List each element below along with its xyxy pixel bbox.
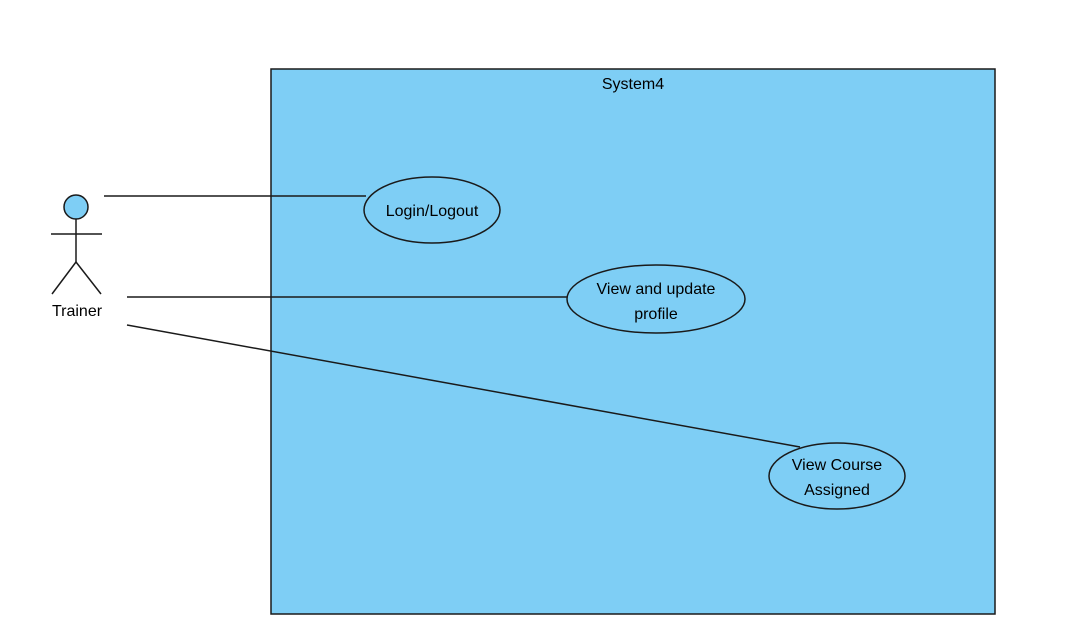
actor-left-leg [51,261,77,295]
use-case-label-line-1: View and update [597,281,716,298]
use-case-login-logout[interactable]: Login/Logout [363,176,501,244]
actor-right-leg [75,261,102,295]
use-case-label-line-2: Assigned [804,482,870,499]
system-title: System4 [602,76,664,93]
system-boundary [270,68,996,615]
use-case-label-line-1: View Course [792,457,883,474]
use-case-label-line-2: profile [634,306,678,323]
use-case-ellipse [566,264,746,334]
actor-trainer[interactable]: Trainer [51,194,103,320]
actor-head [63,194,89,220]
actor-label: Trainer [52,303,103,320]
use-case-view-course-assigned[interactable]: View Course Assigned [768,442,906,510]
association-course [126,324,801,448]
use-case-ellipse [768,442,906,510]
use-case-ellipse [363,176,501,244]
use-case-view-update-profile[interactable]: View and update profile [566,264,746,334]
use-case-label: Login/Logout [386,203,479,220]
